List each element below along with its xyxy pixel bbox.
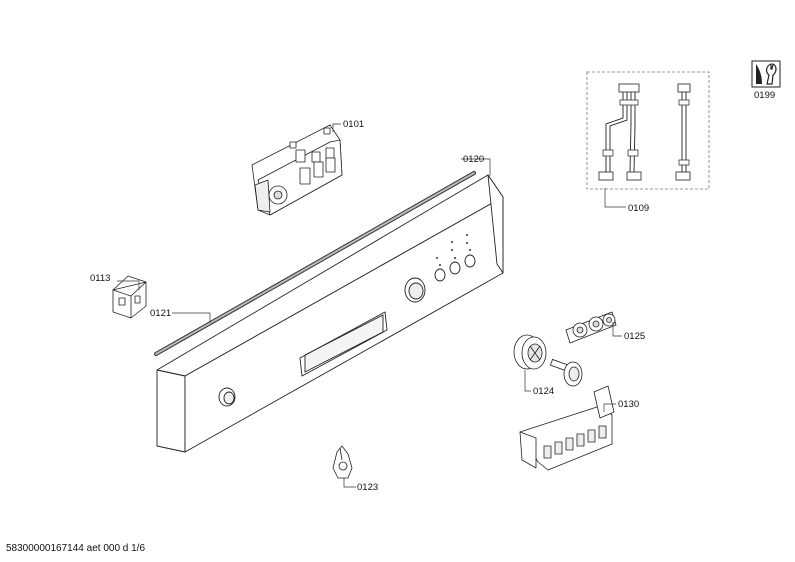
push-button[interactable] (549, 358, 583, 387)
cable-set[interactable] (586, 71, 710, 190)
wrench-icon (751, 60, 781, 88)
electronic-module[interactable] (251, 124, 343, 216)
bracket[interactable] (112, 275, 147, 319)
holder-rail[interactable] (519, 385, 615, 471)
control-panel-fascia[interactable] (156, 174, 504, 453)
label-0199: 0199 (754, 90, 775, 101)
part-labels: 0101 0120 0109 0113 0121 0123 0124 0125 … (90, 90, 775, 493)
label-0101: 0101 (343, 119, 364, 130)
leader-lines (117, 123, 626, 488)
label-0124: 0124 (533, 386, 554, 397)
label-0120: 0120 (463, 154, 484, 165)
label-0121: 0121 (150, 308, 171, 319)
label-0130: 0130 (618, 399, 639, 410)
switch-assembly[interactable] (565, 311, 617, 344)
document-code: 58300000167144 aet 000 d 1/6 (6, 543, 146, 554)
small-clip[interactable] (332, 445, 353, 479)
label-0113: 0113 (90, 273, 110, 284)
seal-strip[interactable] (154, 171, 476, 356)
label-0123: 0123 (357, 482, 378, 493)
label-0125: 0125 (624, 331, 645, 342)
label-0109: 0109 (628, 203, 649, 214)
rotary-knob[interactable] (513, 334, 547, 370)
